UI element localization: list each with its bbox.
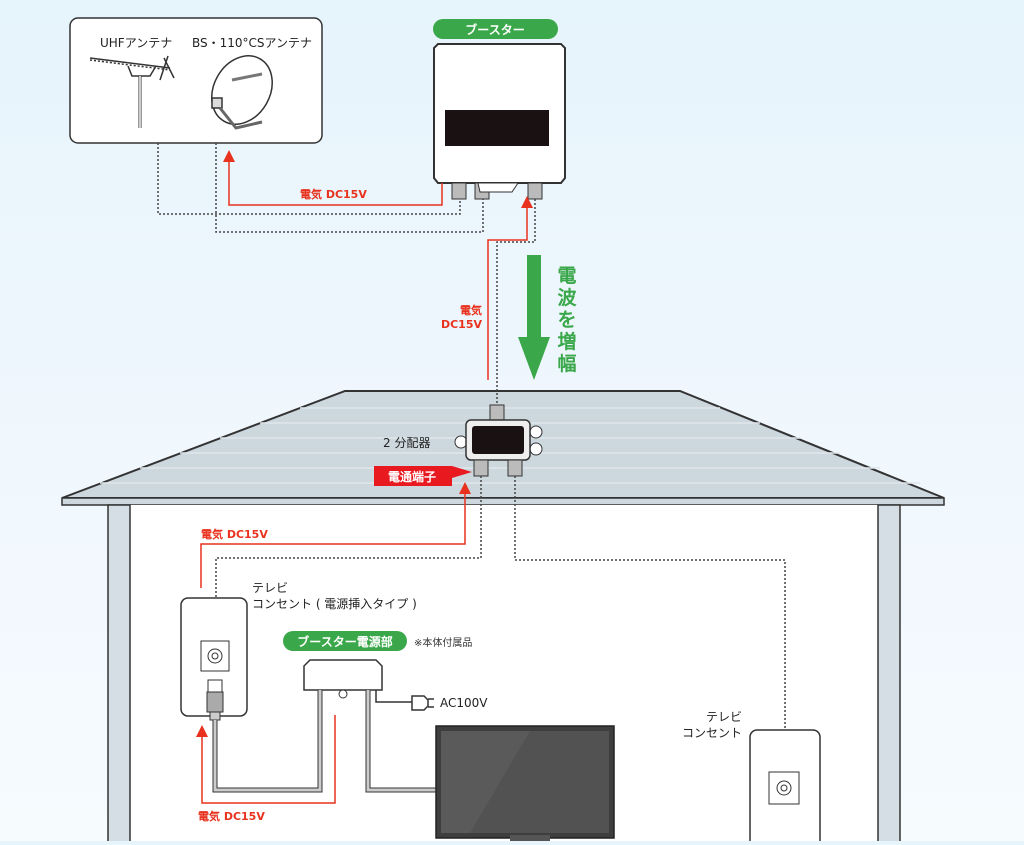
power-lines-top bbox=[228, 162, 528, 380]
booster-power-unit: ブースター電源部 ※本体付属品 AC100V bbox=[283, 631, 488, 711]
splitter-label: 2 分配器 bbox=[383, 436, 430, 450]
pass-through-tag-label: 電通端子 bbox=[388, 469, 436, 484]
power-label-vertical-1: 電気 bbox=[460, 303, 482, 317]
uhf-antenna-icon bbox=[89, 55, 175, 128]
booster-badge bbox=[433, 19, 558, 39]
power-label-bottom: 電気 DC15V bbox=[198, 809, 265, 823]
booster-display bbox=[445, 110, 549, 146]
cables bbox=[212, 690, 438, 793]
coax-lines-house bbox=[215, 476, 786, 730]
power-arrowhead bbox=[196, 725, 208, 737]
tv-outlet-powered: テレビ コンセント ( 電源挿入タイプ ) bbox=[180, 581, 417, 721]
coax-lines-top bbox=[157, 143, 536, 405]
power-label-top: 電気 DC15V bbox=[300, 187, 367, 201]
outlet-left-label-1: テレビ bbox=[252, 581, 288, 595]
booster-badge-label: ブースター bbox=[465, 22, 524, 37]
uhf-antenna-label: UHFアンテナ bbox=[100, 36, 172, 50]
power-label-vertical-2: DC15V bbox=[441, 318, 483, 331]
power-label-middle: 電気 DC15V bbox=[201, 527, 268, 541]
signal-text-char: を bbox=[557, 309, 576, 331]
power-lines-house bbox=[200, 492, 466, 804]
outlet-right-label-2: コンセント bbox=[682, 726, 742, 740]
down-arrow-icon bbox=[518, 337, 550, 380]
ac-plug-label: AC100V bbox=[440, 696, 488, 710]
power-arrowhead bbox=[223, 150, 235, 162]
outlet-right-label-1: テレビ bbox=[706, 710, 742, 724]
antenna-box: UHFアンテナ BS・110°CSアンテナ bbox=[69, 17, 323, 144]
ac-plug-icon bbox=[411, 695, 434, 711]
signal-text-char: 増 bbox=[557, 330, 576, 353]
bs-antenna-label: BS・110°CSアンテナ bbox=[192, 36, 312, 50]
booster: ブースター bbox=[433, 19, 566, 200]
tv-icon bbox=[435, 725, 615, 841]
pass-through-tag bbox=[374, 466, 472, 486]
power-unit-badge-label: ブースター電源部 bbox=[297, 634, 392, 649]
bs-dish-icon bbox=[211, 55, 273, 130]
power-unit-badge bbox=[283, 631, 407, 651]
signal-text-char: 波 bbox=[557, 286, 577, 309]
power-arrowhead bbox=[521, 196, 533, 208]
power-arrowhead bbox=[459, 482, 471, 494]
splitter: 2 分配器 電通端子 bbox=[374, 404, 543, 486]
signal-text-char: 幅 bbox=[557, 352, 576, 375]
tv-outlet: テレビ コンセント bbox=[682, 710, 821, 845]
power-unit-note: ※本体付属品 bbox=[414, 636, 472, 649]
signal-arrow: 電 波 を 増 幅 bbox=[518, 255, 577, 380]
signal-text-char: 電 bbox=[557, 265, 576, 287]
outlet-left-label-2: コンセント ( 電源挿入タイプ ) bbox=[252, 597, 417, 611]
